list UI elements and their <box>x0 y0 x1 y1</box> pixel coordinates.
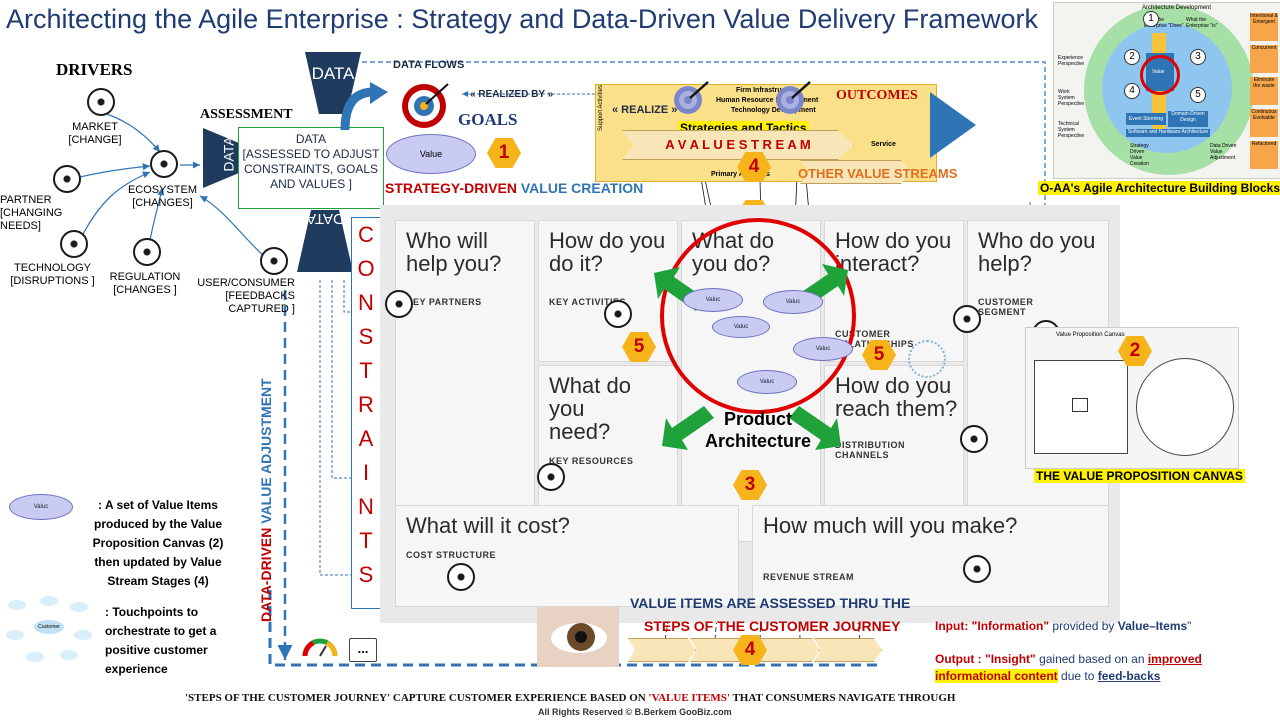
strategy-driven-label: STRATEGY-DRIVEN VALUE CREATION <box>385 180 644 196</box>
step-5-badge-left: 5 <box>622 332 656 362</box>
margin-arrow-icon <box>930 92 976 158</box>
key-resources-wheel-icon <box>537 463 565 491</box>
oaa-caption: O-AA's Agile Architecture Building Block… <box>1038 181 1280 195</box>
realize-label: « REALIZE » <box>612 104 678 116</box>
user-wheel-icon <box>260 247 288 275</box>
eye-photo <box>537 607 619 667</box>
data-flows-label: DATA FLOWS <box>393 59 465 71</box>
gift-icon <box>1072 398 1088 412</box>
constraints-letter: I <box>362 460 370 485</box>
key-partners-wheel-icon <box>385 290 413 318</box>
market-wheel-icon <box>87 88 115 116</box>
realized-by-label: « REALIZED BY » <box>470 89 554 100</box>
gauge-icon <box>302 638 338 657</box>
channels-wheel-icon <box>960 425 988 453</box>
touchpoint-cluster-icon <box>908 340 946 378</box>
constraints-letter: T <box>359 358 373 383</box>
legend-value-item-icon: Valuc <box>9 494 73 520</box>
value-item-tag-5: Valuc <box>737 370 797 394</box>
step-4-badge-bottom: 4 <box>733 635 767 665</box>
constraints-letter: O <box>357 256 375 281</box>
constraints-letter: N <box>358 494 374 519</box>
data-driven-value-adjustment-label: DATA-DRIVEN VALUE ADJUSTMENT <box>258 378 274 622</box>
constraints-letter: S <box>358 324 374 349</box>
data-vertical-3 <box>343 280 616 313</box>
assessment-data-box: DATA [ASSESSED TO ADJUST CONSTRAINTS, GO… <box>238 127 384 209</box>
oaa-diagram: Architecture Development Experience Pers… <box>1053 2 1280 179</box>
page-title: Architecting the Agile Enterprise : Stra… <box>6 4 1038 34</box>
goal-value-ellipse: Value <box>386 134 476 174</box>
value-item-tag-2: Valuc <box>712 316 770 338</box>
regulation-wheel-icon <box>133 238 161 266</box>
vpc-caption: THE VALUE PROPOSITION CANVAS <box>1034 469 1245 483</box>
step-4-badge-top: 4 <box>737 152 771 182</box>
value-item-tag-3: Valuc <box>763 290 823 314</box>
copyright: All Rights Reserved © B.Berkem GooBiz.co… <box>538 707 732 717</box>
goals-label: GOALS <box>458 110 518 129</box>
segment-wheel-icon <box>953 305 981 333</box>
drivers-heading: DRIVERS <box>56 60 133 79</box>
value-focus-circle <box>660 218 856 414</box>
assessment-heading: ASSESSMENT <box>200 107 293 122</box>
constraints-letter: S <box>358 562 374 587</box>
constraints-letter: C <box>358 222 374 247</box>
canvas-cost-structure: What will it cost? COST STRUCTURE <box>395 505 739 607</box>
output-description: Output : "Insight" gained based on an im… <box>935 652 1202 683</box>
step-3-badge: 3 <box>733 470 767 500</box>
partner-wheel-icon <box>53 165 81 193</box>
market-label: MARKET[CHANGE] <box>68 121 122 146</box>
canvas-key-activities: How do you do it? KEY ACTIVITIES <box>538 220 678 362</box>
step-5-badge-right: 5 <box>862 340 896 370</box>
canvas-key-partners: Who will help you? KEY PARTNERS <box>395 220 535 542</box>
green-arrow-down-right-icon <box>789 406 841 450</box>
outcomes-label: OUTCOMES <box>836 88 918 104</box>
curved-up-arrow-icon <box>340 82 388 131</box>
goals-target-icon <box>402 83 449 128</box>
partner-to-ecosystem-arrow <box>75 163 151 179</box>
technology-label: TECHNOLOGY[DISRUPTIONS ] <box>10 262 95 287</box>
footer-caption: 'STEPS OF THE CUSTOMER JOURNEY' CAPTURE … <box>185 692 956 704</box>
strategy-target-icon-1 <box>674 81 709 114</box>
value-item-tag-4: Valuc <box>793 337 853 361</box>
value-item-tag-1: Valuc <box>683 288 743 312</box>
technology-wheel-icon <box>60 230 88 258</box>
value-items-assessed-label: VALUE ITEMS ARE ASSESSED THRU THE <box>630 595 911 611</box>
constraints-letter: R <box>358 392 374 417</box>
market-to-ecosystem-arrow <box>99 111 161 153</box>
product-architecture-label: Product Architecture <box>704 409 812 451</box>
legend-touchpoints-text: : Touchpoints to orchestrate to get a po… <box>105 605 217 676</box>
green-arrow-down-left-icon <box>662 406 714 450</box>
a-value-stream-chevron: A V A L U E S T R E A M <box>622 130 854 160</box>
strategy-target-icon-2 <box>776 81 811 114</box>
data-driven-loop-bottom <box>268 590 880 667</box>
constraints-letter: A <box>358 426 374 451</box>
key-activities-wheel-icon <box>604 300 632 328</box>
ecosystem-label: ECOSYSTEM[CHANGES] <box>127 184 198 209</box>
legend-value-items-text: : A set of Value Items produced by the V… <box>92 498 224 588</box>
input-description: Input: "Information" provided by Value–I… <box>935 619 1192 633</box>
technology-to-ecosystem-arrow <box>79 171 151 241</box>
revenue-wheel-icon <box>963 555 991 583</box>
regulation-to-ecosystem-arrow <box>149 187 165 241</box>
more-button[interactable]: ... <box>349 638 377 662</box>
other-value-streams-label: OTHER VALUE STREAMS <box>798 166 958 181</box>
journey-chevrons <box>628 638 883 662</box>
canvas-revenue-stream: How much will you make? REVENUE STREAM <box>752 505 1109 607</box>
business-model-canvas: Who will help you? KEY PARTNERS How do y… <box>380 205 1120 623</box>
other-value-stream-chevron <box>800 160 912 184</box>
cost-wheel-icon <box>447 563 475 591</box>
constraints-letter: N <box>358 290 374 315</box>
data-flow-top-line <box>362 61 1046 330</box>
regulation-label: REGULATION[CHANGES ] <box>109 271 181 296</box>
steps-journey-label: STEPS OF THE CUSTOMER JOURNEY <box>644 618 901 634</box>
ecosystem-wheel-icon <box>150 150 178 178</box>
legend-touchpoints-icon: Customer <box>4 594 98 668</box>
constraints-letter: T <box>359 528 373 553</box>
